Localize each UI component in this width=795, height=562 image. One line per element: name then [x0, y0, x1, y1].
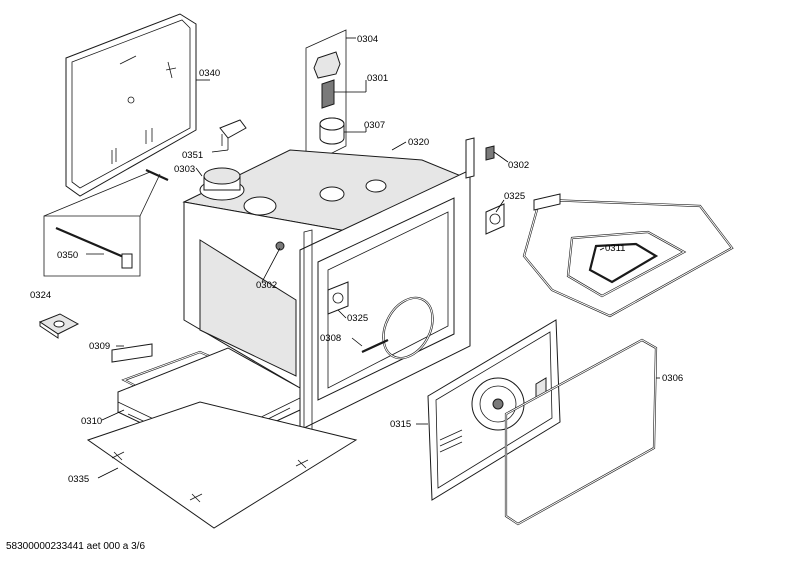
ring-heater-0308 [361, 296, 434, 360]
fastener-0302-top [485, 145, 495, 161]
callout-0306: 0306 [662, 373, 683, 384]
wire-clip [145, 168, 169, 182]
callout-0309: 0309 [89, 341, 110, 352]
callout-0351: 0351 [182, 150, 203, 161]
document-reference: 58300000233441 aet 000 a 3/6 [6, 541, 146, 552]
leader-lines [86, 37, 660, 479]
lamp-fitting-0325-left [327, 281, 349, 315]
callout-0350: 0350 [57, 250, 78, 261]
grill-heater-0311 [522, 193, 734, 318]
callout-0320: 0320 [408, 137, 429, 148]
callout-0340: 0340 [199, 68, 220, 79]
connector-0351 [219, 119, 247, 150]
inset-box-0350 [43, 171, 161, 277]
callout-0315: 0315 [390, 419, 411, 430]
callout-0335: 0335 [68, 474, 89, 485]
callout-0301: 0301 [367, 73, 388, 84]
rear-panel-0340 [65, 13, 197, 197]
callout-0303: 0303 [174, 164, 195, 175]
lamp-fitting-0325-right [485, 203, 505, 235]
fastener-0302-mid [275, 241, 285, 251]
callout-0304: 0304 [357, 34, 378, 45]
fan-motor-parts [305, 29, 347, 167]
callout-0325-right: 0325 [504, 191, 525, 202]
fan-housing-0303 [199, 167, 245, 201]
plate-0324 [38, 313, 80, 339]
rear-wall-0315 [427, 319, 561, 501]
callout-0324: 0324 [30, 290, 51, 301]
door-seal-0306 [504, 338, 658, 526]
callout-0310: 0310 [81, 416, 102, 427]
callout-0307: 0307 [364, 120, 385, 131]
callout-0302-top: 0302 [508, 160, 529, 171]
bottom-plate-0335 [86, 401, 358, 529]
callout-0311: 0311 [605, 243, 625, 254]
callout-0325-left: 0325 [347, 313, 368, 324]
callout-0308: 0308 [320, 333, 341, 344]
callout-0302-mid: 0302 [256, 280, 277, 291]
